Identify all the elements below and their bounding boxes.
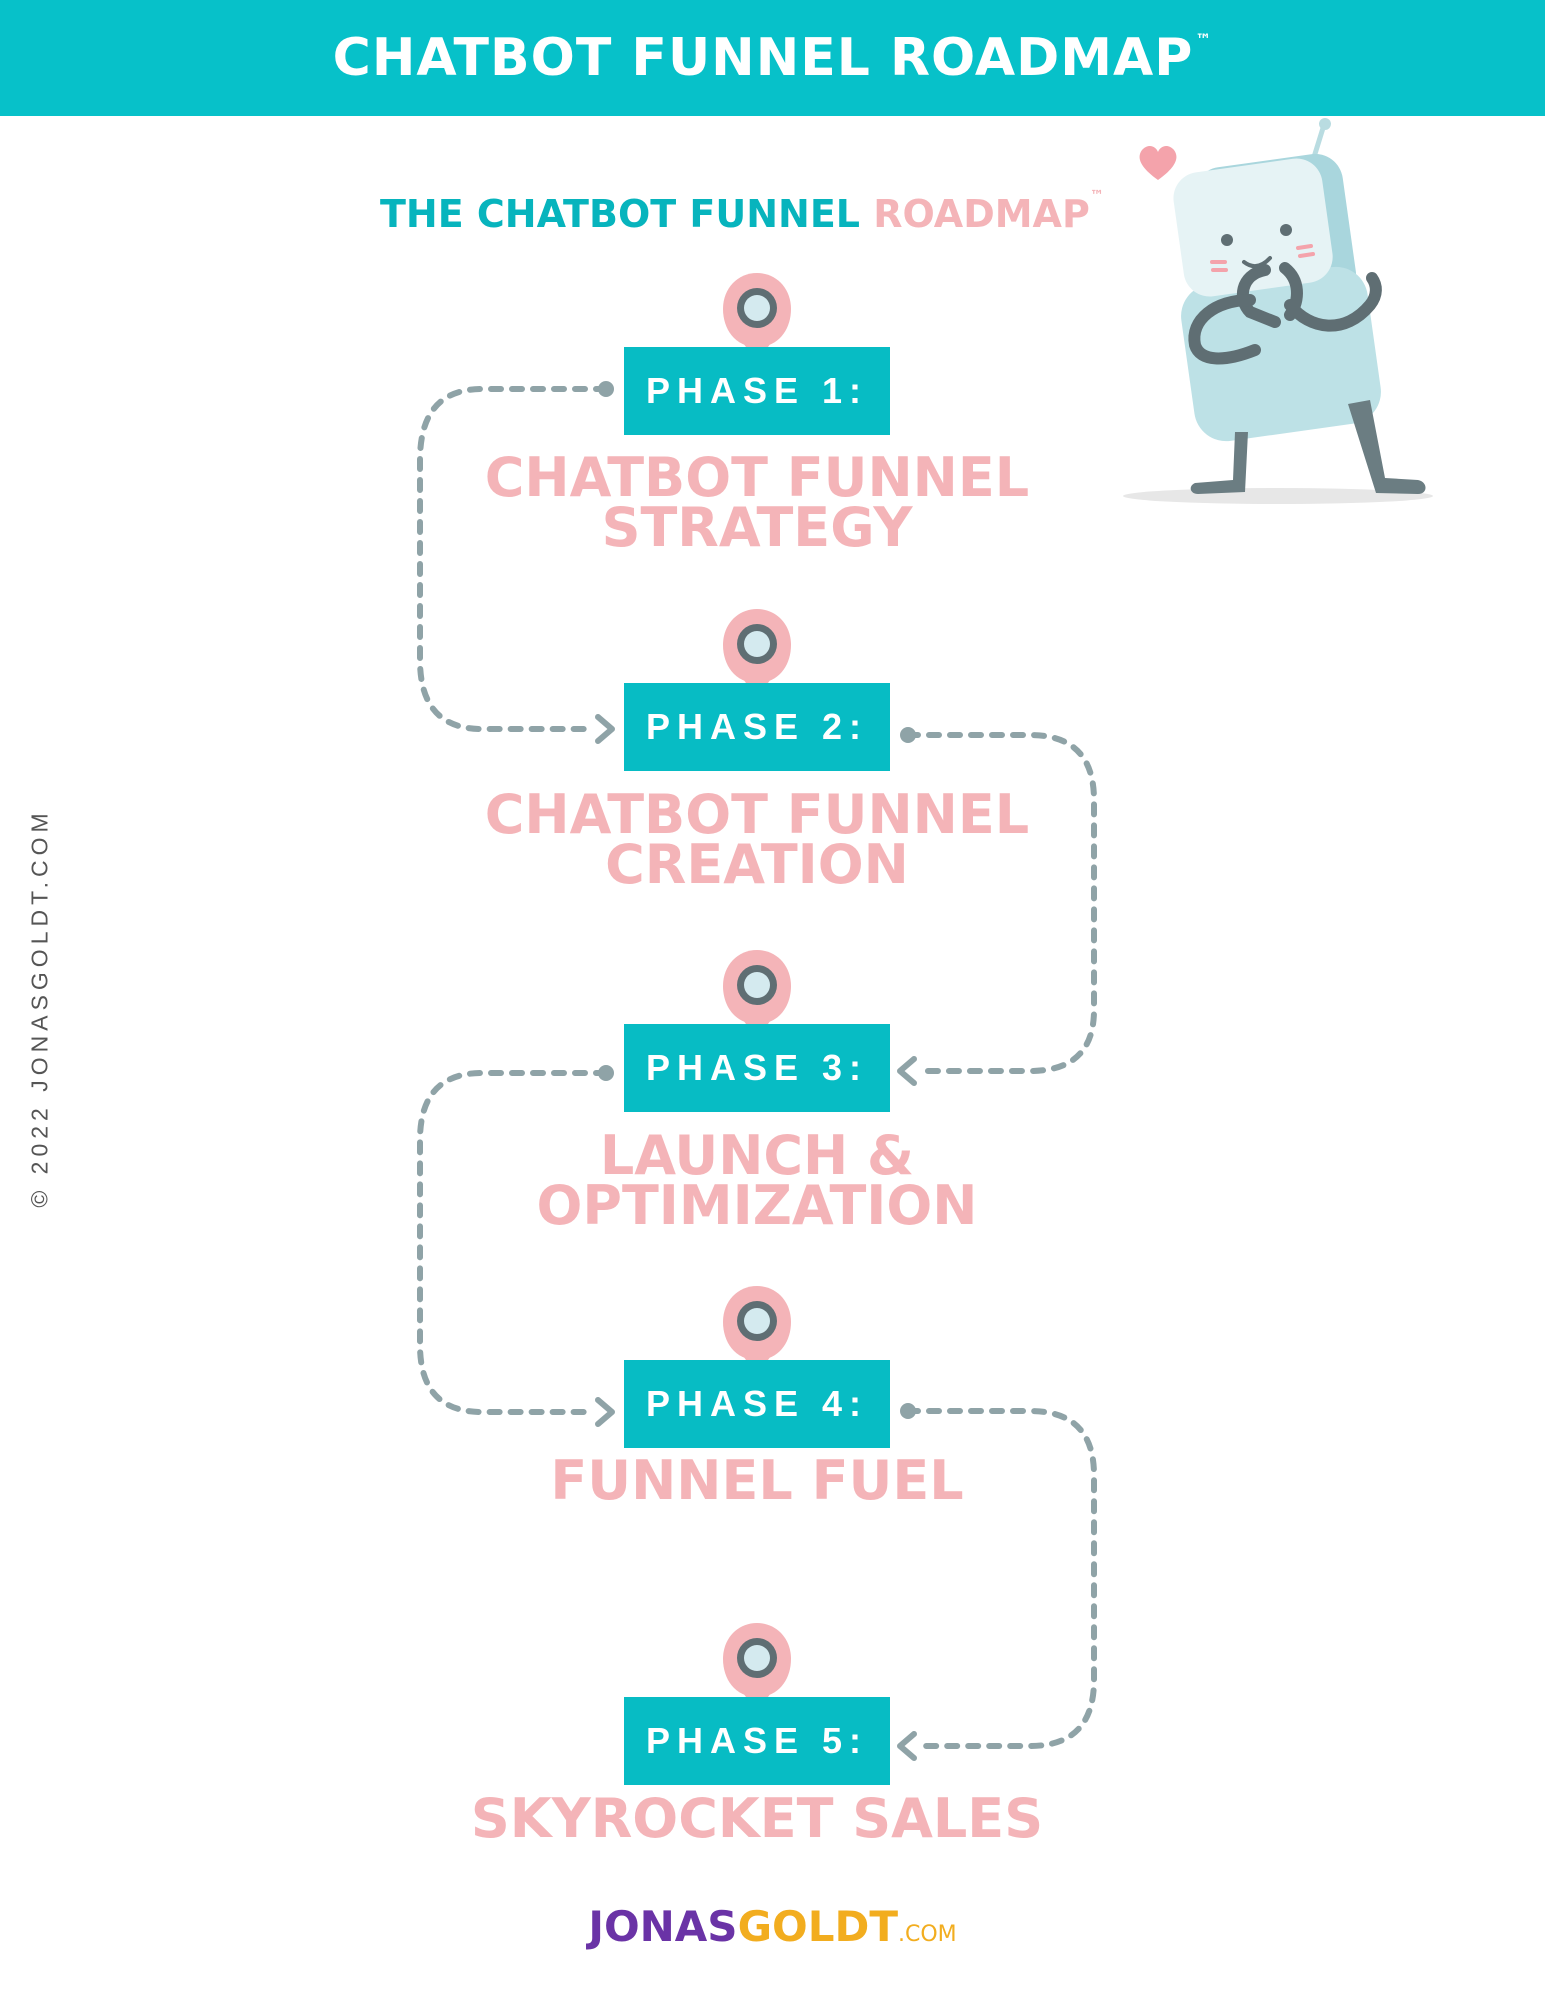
- phase-3-name: LAUNCH & OPTIMIZATION: [372, 1124, 1142, 1237]
- heart-icon: [1139, 145, 1177, 180]
- connector-phase2-to-phase3: [905, 732, 1097, 1074]
- connector-dot-1: [598, 381, 614, 397]
- brand-logo-domain: .COM: [898, 1922, 957, 1947]
- phase-3-name-line1: LAUNCH &: [599, 1124, 915, 1187]
- arrowhead-right-icon: [595, 1397, 615, 1427]
- copyright-text: © 2022 JONASGOLDT.COM: [26, 808, 53, 1208]
- phase-2-name: CHATBOT FUNNEL CREATION: [372, 783, 1142, 896]
- phase-1-name-line2: STRATEGY: [601, 496, 913, 559]
- arrowhead-left-icon: [897, 1056, 917, 1086]
- connector-arrowheads: [595, 714, 917, 1761]
- subtitle-part-pink: ROADMAP: [873, 192, 1090, 236]
- phase-2-label: PHASE 2:: [645, 706, 869, 747]
- phase-3-label: PHASE 3:: [645, 1047, 869, 1088]
- phase-5-name: SKYROCKET SALES: [372, 1787, 1142, 1850]
- phase-4-box: PHASE 4:: [624, 1360, 890, 1448]
- phase-3-name-line2: OPTIMIZATION: [536, 1174, 978, 1237]
- brand-logo[interactable]: JONASGOLDT.COM: [0, 1902, 1545, 1951]
- arrowhead-right-icon: [595, 714, 615, 744]
- connector-phase4-to-phase5: [905, 1408, 1097, 1749]
- phase-4-label: PHASE 4:: [645, 1383, 869, 1424]
- phase-5-name-line1: SKYROCKET SALES: [470, 1787, 1044, 1850]
- header-title-text: CHATBOT FUNNEL ROADMAP: [332, 28, 1194, 88]
- subtitle-part-teal: THE CHATBOT FUNNEL: [380, 192, 874, 236]
- phase-5-label: PHASE 5:: [645, 1720, 869, 1761]
- robot-illustration: [1123, 118, 1433, 504]
- phase-4-name: FUNNEL FUEL: [372, 1449, 1142, 1512]
- phase-2-box: PHASE 2:: [624, 683, 890, 771]
- phase-2-name-line2: CREATION: [605, 833, 909, 896]
- brand-logo-goldt: GOLDT: [737, 1902, 899, 1951]
- connector-lines: [417, 386, 1097, 1749]
- connector-phase3-to-phase4: [417, 1070, 609, 1415]
- connector-dot-4: [900, 1403, 916, 1419]
- arrowhead-left-icon: [897, 1731, 917, 1761]
- connector-dot-3: [598, 1065, 614, 1081]
- phase-1-name: CHATBOT FUNNEL STRATEGY: [372, 446, 1142, 559]
- phase-1-label: PHASE 1:: [645, 370, 869, 411]
- connector-phase1-to-phase2: [417, 386, 609, 732]
- phase-1-name-line1: CHATBOT FUNNEL: [484, 446, 1030, 509]
- brand-logo-jonas: JONAS: [588, 1902, 738, 1951]
- connector-dot-2: [900, 727, 916, 743]
- phase-4-name-line1: FUNNEL FUEL: [550, 1449, 964, 1512]
- roadmap-subtitle: THE CHATBOT FUNNEL ROADMAP™: [380, 188, 1160, 236]
- phase-1-box: PHASE 1:: [624, 347, 890, 435]
- phase-3-box: PHASE 3:: [624, 1024, 890, 1112]
- phase-2-name-line1: CHATBOT FUNNEL: [484, 783, 1030, 846]
- subtitle-trademark: ™: [1089, 188, 1104, 204]
- header-trademark: ™: [1195, 30, 1213, 49]
- phase-5-box: PHASE 5:: [624, 1697, 890, 1785]
- connector-start-dots: [598, 381, 916, 1419]
